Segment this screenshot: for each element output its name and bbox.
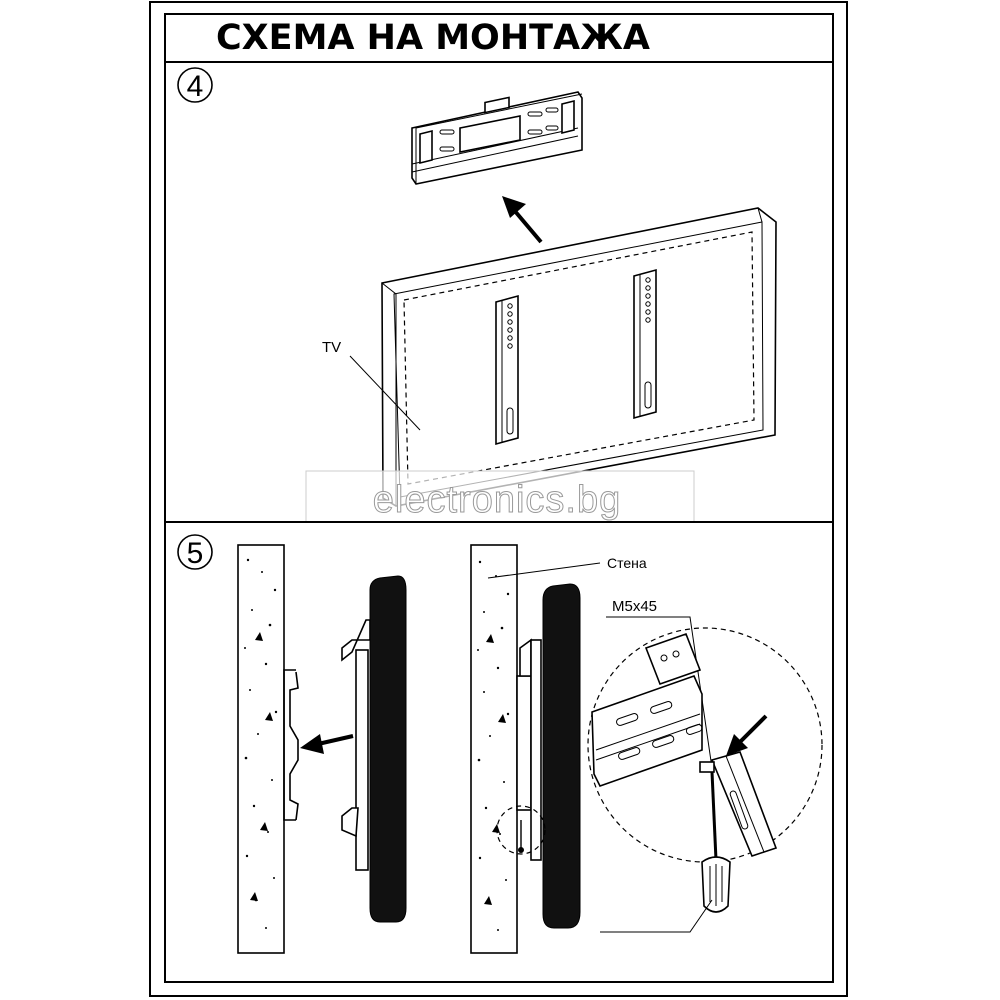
screwdriver-icon xyxy=(701,771,731,913)
wall-label: Стена xyxy=(607,555,647,571)
wall-plate xyxy=(411,91,583,185)
tv-label: TV xyxy=(322,339,341,356)
wall-bracket-left xyxy=(283,669,296,821)
tv-leader-line xyxy=(349,355,421,431)
step-4-number: 4 xyxy=(187,70,204,103)
step-5-circle xyxy=(177,534,213,570)
wall-section-right xyxy=(470,544,518,954)
tv-profile-left xyxy=(341,575,407,923)
tv-back xyxy=(381,207,777,507)
arrow-left-icon xyxy=(300,734,354,754)
detail-circle xyxy=(587,627,823,863)
title-box xyxy=(164,13,834,63)
step-5-number: 5 xyxy=(187,537,204,570)
step-4-badge: 4 xyxy=(177,67,213,103)
step-5-badge: 5 xyxy=(177,534,213,570)
wall-leader-line xyxy=(487,562,601,579)
watermark-box xyxy=(305,470,695,528)
tv-bracket-left xyxy=(495,294,519,446)
tv-mounted-right xyxy=(496,583,581,929)
screwdriver-leader-line xyxy=(600,899,713,933)
wall-section-left xyxy=(237,544,285,954)
watermark: electronics.bg xyxy=(373,479,621,521)
tv-bracket-right xyxy=(633,268,657,420)
screw-label: M5x45 xyxy=(612,598,657,615)
arrow-screw-icon xyxy=(726,714,768,756)
arrow-up-icon xyxy=(502,196,543,244)
page-title: СХЕМА НА МОНТАЖА xyxy=(216,18,650,58)
step-4-circle xyxy=(177,67,213,103)
screw-leader-line xyxy=(606,616,713,769)
